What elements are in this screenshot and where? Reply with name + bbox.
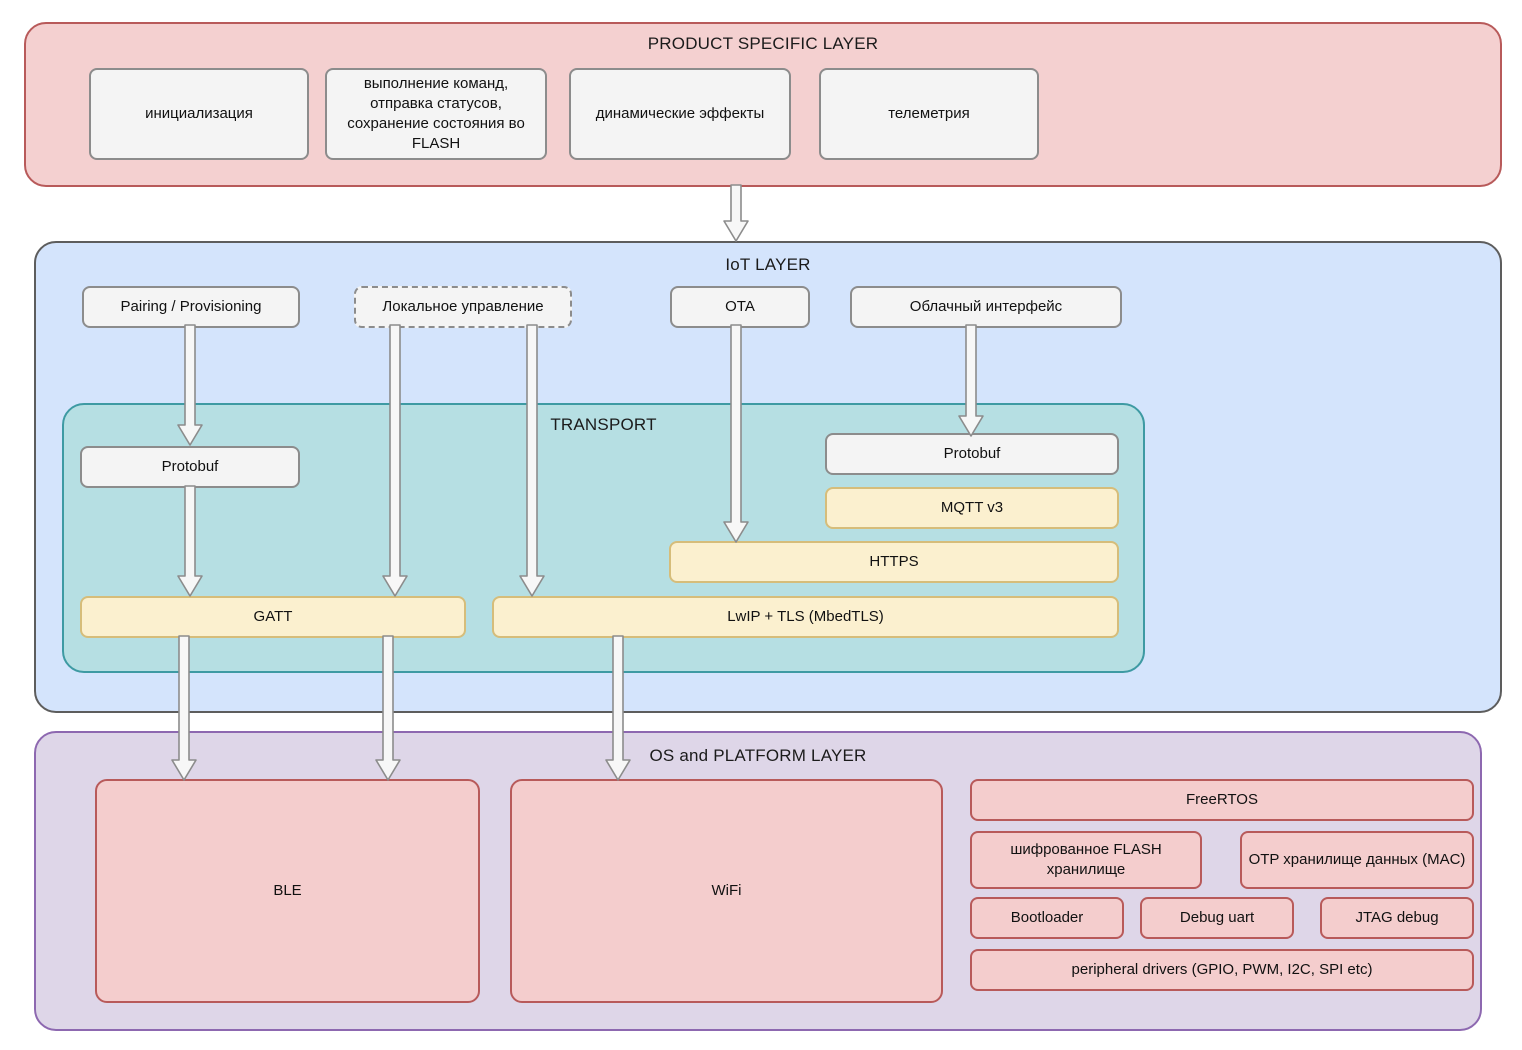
node-label: инициализация <box>145 105 253 123</box>
iot-layer-title: IoT LAYER <box>725 255 811 274</box>
node-label: выполнение команд, отправка статусов, со… <box>347 75 525 152</box>
node-label: Protobuf <box>161 458 219 476</box>
node-otp-data-storage[interactable]: OTP хранилище данных (MAC) <box>1240 831 1474 889</box>
node-ble[interactable]: BLE <box>95 779 480 1003</box>
node-label: JTAG debug <box>1355 909 1439 927</box>
node-encrypted-flash-storage[interactable]: шифрованное FLASH хранилище <box>970 831 1202 889</box>
node-freertos[interactable]: FreeRTOS <box>970 779 1474 821</box>
node-dynamic-effects[interactable]: динамические эффекты <box>569 68 791 160</box>
node-cloud-interface[interactable]: Облачный интерфейс <box>850 286 1122 328</box>
node-protobuf-cloud[interactable]: Protobuf <box>825 433 1119 475</box>
node-gatt[interactable]: GATT <box>80 596 466 638</box>
transport-title: TRANSPORT <box>550 415 657 434</box>
node-bootloader[interactable]: Bootloader <box>970 897 1124 939</box>
node-telemetry[interactable]: телеметрия <box>819 68 1039 160</box>
node-label: Debug uart <box>1179 909 1255 927</box>
node-label: WiFi <box>711 882 742 900</box>
node-label: GATT <box>253 608 293 626</box>
node-label: LwIP + TLS (MbedTLS) <box>727 608 884 626</box>
os-platform-layer: OS and PLATFORM LAYER BLE WiFi FreeRTOS … <box>34 731 1482 1031</box>
node-initialization[interactable]: инициализация <box>89 68 309 160</box>
product-specific-layer-title: PRODUCT SPECIFIC LAYER <box>647 34 879 53</box>
node-label: Pairing / Provisioning <box>120 298 262 316</box>
node-label: FreeRTOS <box>1186 791 1258 809</box>
product-specific-layer: PRODUCT SPECIFIC LAYER инициализация вып… <box>24 22 1502 187</box>
node-label: HTTPS <box>869 553 919 571</box>
node-debug-uart[interactable]: Debug uart <box>1140 897 1294 939</box>
node-command-execution[interactable]: выполнение команд, отправка статусов, со… <box>325 68 547 160</box>
arrow-product-to-iot <box>722 184 750 243</box>
node-lwip-tls[interactable]: LwIP + TLS (MbedTLS) <box>492 596 1119 638</box>
node-https[interactable]: HTTPS <box>669 541 1119 583</box>
node-jtag-debug[interactable]: JTAG debug <box>1320 897 1474 939</box>
os-platform-layer-title: OS and PLATFORM LAYER <box>649 746 867 765</box>
node-label: динамические эффекты <box>595 105 765 123</box>
node-ota[interactable]: OTA <box>670 286 810 328</box>
node-peripheral-drivers[interactable]: peripheral drivers (GPIO, PWM, I2C, SPI … <box>970 949 1474 991</box>
node-label: телеметрия <box>888 105 970 123</box>
node-label: OTA <box>725 298 755 316</box>
node-mqtt-v3[interactable]: MQTT v3 <box>825 487 1119 529</box>
transport-group: TRANSPORT Protobuf Protobuf MQTT v3 HTTP… <box>62 403 1145 673</box>
node-label: шифрованное FLASH хранилище <box>1010 841 1162 878</box>
node-label: Protobuf <box>943 445 1001 463</box>
node-pairing-provisioning[interactable]: Pairing / Provisioning <box>82 286 300 328</box>
node-label: MQTT v3 <box>940 499 1004 517</box>
node-label: Локальное управление <box>382 298 544 316</box>
node-protobuf-ble[interactable]: Protobuf <box>80 446 300 488</box>
node-label: OTP хранилище данных (MAC) <box>1248 851 1466 869</box>
node-label: Bootloader <box>1010 909 1084 927</box>
node-label: Облачный интерфейс <box>909 298 1063 316</box>
node-label: BLE <box>273 882 302 900</box>
node-wifi[interactable]: WiFi <box>510 779 943 1003</box>
node-label: peripheral drivers (GPIO, PWM, I2C, SPI … <box>1071 961 1373 979</box>
node-local-control[interactable]: Локальное управление <box>354 286 572 328</box>
